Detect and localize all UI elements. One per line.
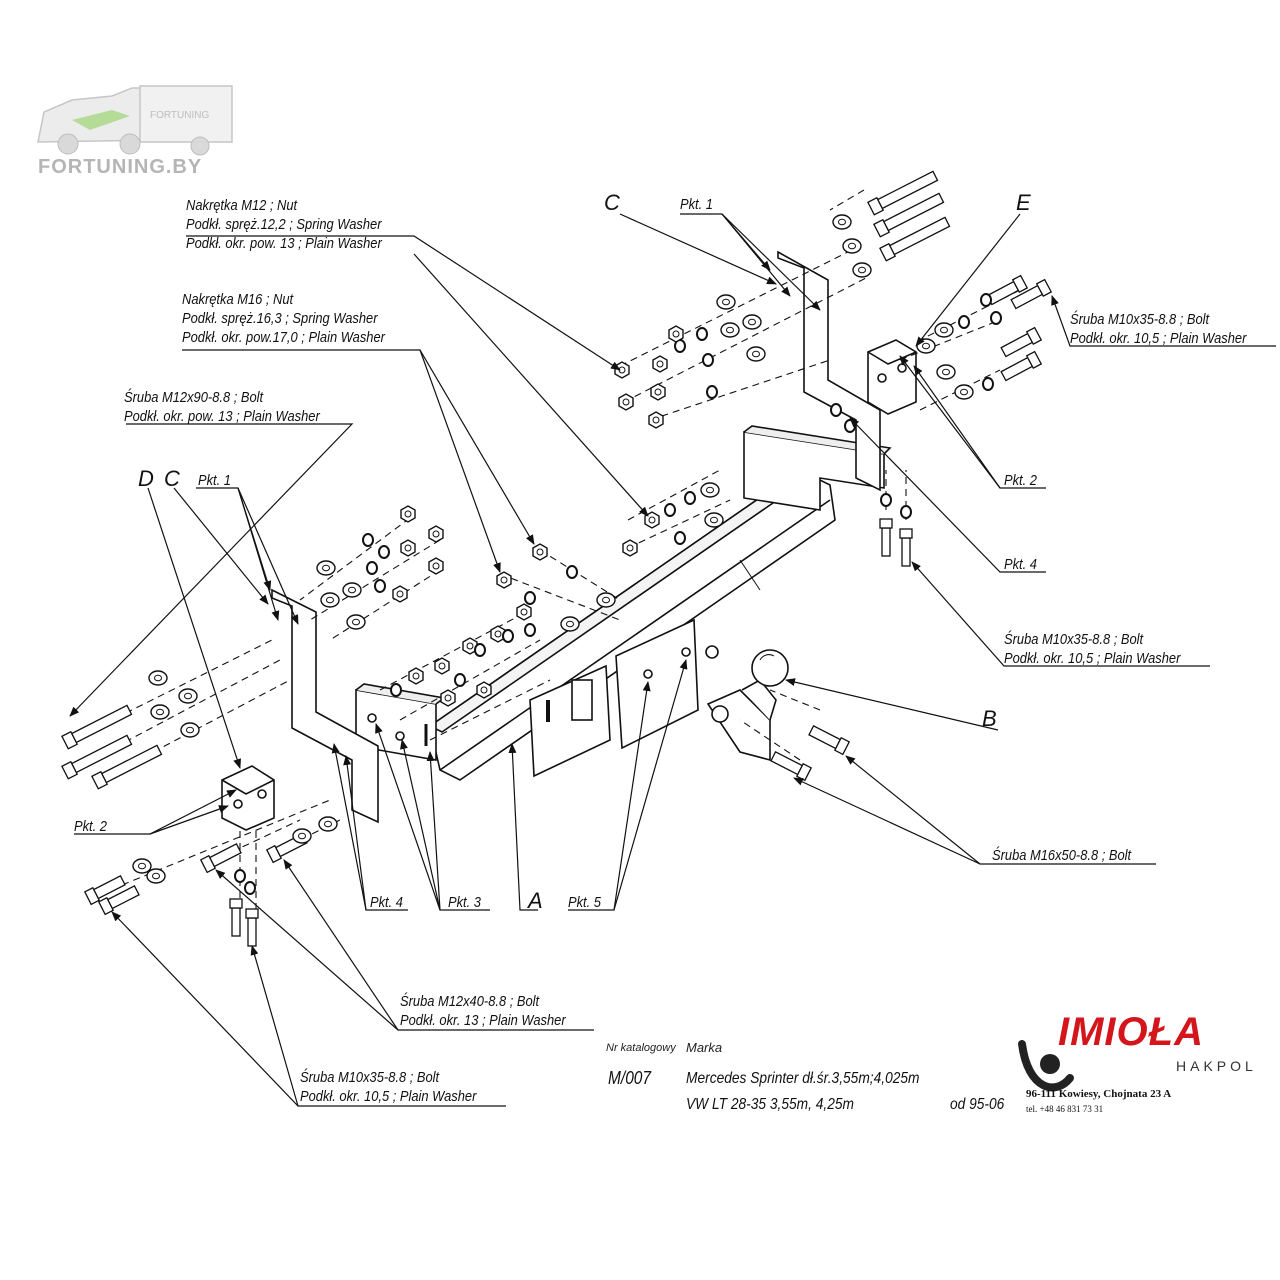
brand-label: Marka	[686, 1040, 723, 1055]
tow-ball-b	[706, 649, 789, 762]
point-3: Pkt. 3	[448, 894, 481, 911]
callout-line: Podkł. spręż.12,2 ; Spring Washer	[186, 216, 382, 233]
point-1-left: Pkt. 1	[198, 472, 231, 489]
callout-line: Podkł. okr. pow. 13 ; Plain Washer	[124, 408, 320, 425]
callout-line: Śruba M12x90-8.8 ; Bolt	[124, 389, 264, 406]
angle-bracket-d	[221, 765, 275, 831]
company-address: 96-111 Kowiesy, Chojnata 23 A	[1026, 1088, 1172, 1100]
watermark-truck-sign: FORTUNING	[150, 110, 209, 121]
model-line-2: VW LT 28-35 3,55m, 4,25m	[686, 1096, 854, 1113]
callout-line: Nakrętka M12 ; Nut	[186, 197, 298, 214]
point-4-right: Pkt. 4	[1004, 556, 1037, 573]
callout-line: Podkł. okr. 10,5 ; Plain Washer	[300, 1088, 477, 1105]
callout-bolt-m10x35-right: Śruba M10x35-8.8 ; Bolt Podkł. okr. 10,5…	[1004, 630, 1180, 668]
callout-bolt-m10x35-top: Śruba M10x35-8.8 ; Bolt Podkł. okr. 10,5…	[1070, 310, 1246, 348]
callout-bolt-m16x50: Śruba M16x50-8.8 ; Bolt	[992, 846, 1131, 865]
label-c-left: C	[164, 466, 180, 491]
label-e: E	[1016, 190, 1031, 215]
catalog-number: M/007	[608, 1068, 652, 1088]
point-5: Pkt. 5	[568, 894, 601, 911]
callout-line: Nakrętka M16 ; Nut	[182, 291, 294, 308]
label-d: D	[138, 466, 154, 491]
point-4-left: Pkt. 4	[370, 894, 403, 911]
side-bracket-c-left	[271, 588, 379, 824]
fasteners-bracket-e	[916, 274, 1052, 400]
company-logo-mark	[1018, 1040, 1074, 1092]
model-line-1: Mercedes Sprinter dł.śr.3,55m;4,025m	[686, 1070, 920, 1087]
company-phone: tel. +48 46 831 73 31	[1026, 1104, 1104, 1114]
company-sub: HAKPOL	[1176, 1058, 1257, 1074]
callout-bolt-m10x35-bottom: Śruba M10x35-8.8 ; Bolt Podkł. okr. 10,5…	[300, 1068, 476, 1106]
callout-line: Podkł. okr. pow. 13 ; Plain Washer	[186, 235, 382, 252]
watermark-text: FORTUNING.BY	[38, 156, 203, 178]
fasteners-m16x50	[769, 723, 850, 781]
callout-line: Śruba M16x50-8.8 ; Bolt	[992, 847, 1132, 864]
callout-line: Śruba M12x40-8.8 ; Bolt	[400, 993, 540, 1010]
callout-line: Podkł. okr. 10,5 ; Plain Washer	[1070, 330, 1247, 347]
callout-line: Podkł. okr. pow.17,0 ; Plain Washer	[182, 329, 385, 346]
callout-line: Śruba M10x35-8.8 ; Bolt	[1004, 631, 1144, 648]
callout-line: Podkł. okr. 13 ; Plain Washer	[400, 1012, 566, 1029]
callout-line: Śruba M10x35-8.8 ; Bolt	[1070, 311, 1210, 328]
company-name: IMIOŁA	[1058, 1010, 1204, 1054]
label-b: B	[982, 706, 997, 731]
callout-line: Podkł. spręż.16,3 ; Spring Washer	[182, 310, 378, 327]
point-2-right: Pkt. 2	[1004, 472, 1037, 489]
callout-bolt-m12x40: Śruba M12x40-8.8 ; Bolt Podkł. okr. 13 ;…	[400, 992, 566, 1030]
callout-bolt-m12x90: Śruba M12x90-8.8 ; Bolt Podkł. okr. pow.…	[124, 388, 320, 426]
callout-line: Śruba M10x35-8.8 ; Bolt	[300, 1069, 440, 1086]
label-a: A	[528, 888, 543, 913]
point-1-top: Pkt. 1	[680, 196, 713, 213]
side-bracket-c-right	[777, 250, 881, 492]
catalog-label: Nr katalogowy	[606, 1042, 676, 1054]
callout-nut-m16: Nakrętka M16 ; Nut Podkł. spręż.16,3 ; S…	[182, 290, 385, 347]
label-c-top: C	[604, 190, 620, 215]
mount-plate-right	[743, 425, 892, 511]
hitch-plate	[529, 618, 719, 778]
angle-bracket-e	[867, 339, 917, 415]
watermark-truck-logo: FORTUNING	[37, 85, 233, 156]
point-2-left: Pkt. 2	[74, 818, 107, 835]
fasteners-m12x90	[61, 670, 200, 790]
callout-line: Podkł. okr. 10,5 ; Plain Washer	[1004, 650, 1181, 667]
production-since: od 95-06	[950, 1096, 1005, 1113]
callout-nut-m12: Nakrętka M12 ; Nut Podkł. spręż.12,2 ; S…	[186, 196, 382, 253]
leader-lines	[69, 213, 1276, 1107]
